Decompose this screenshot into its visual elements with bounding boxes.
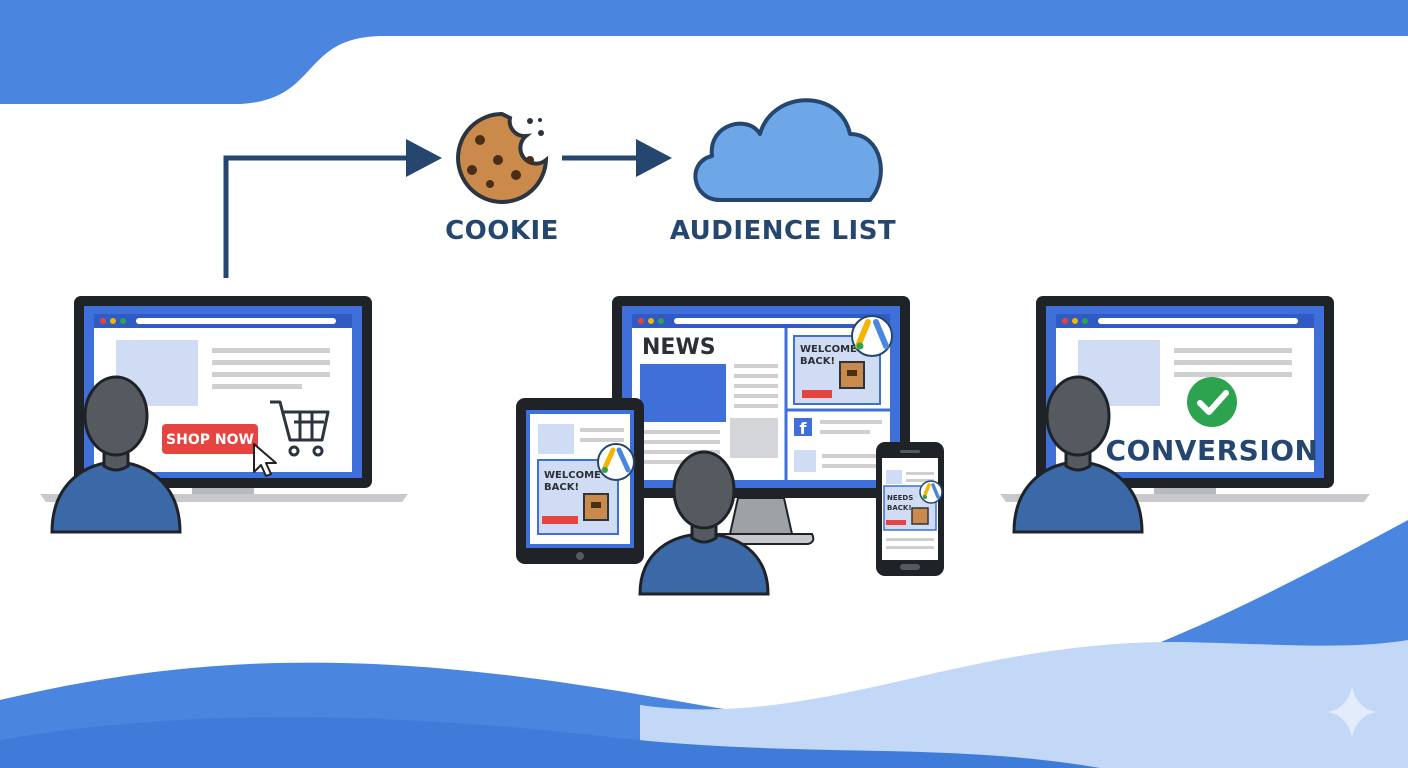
tablet-ad-text-line2: BACK! (544, 482, 579, 493)
person-avatar-right (1012, 375, 1144, 534)
shopping-cart-icon (270, 400, 330, 457)
person-avatar-center (638, 450, 770, 596)
shop-now-button-label: SHOP NOW (166, 432, 254, 448)
arrowhead-cookie (406, 139, 442, 177)
tablet-device (516, 398, 644, 564)
bottom-wave-mid (0, 717, 1100, 768)
checkmark-icon (1187, 377, 1237, 427)
phone-ad-text-line1: NEEDS (887, 494, 913, 502)
cursor-icon (253, 443, 277, 477)
tablet-ad-text-line1: WELCOME (544, 470, 601, 481)
audience-list-label: AUDIENCE LIST (670, 216, 896, 246)
cookie-label: COOKIE (445, 216, 559, 246)
flow-arrows (223, 139, 672, 278)
monitor-ad-text-line2: BACK! (800, 356, 835, 367)
monitor-ad-text-line1: WELCOME (800, 344, 857, 355)
center-monitor (612, 296, 910, 545)
news-title: NEWS (642, 335, 716, 360)
google-ads-badge-phone (919, 480, 943, 504)
cookie-icon (456, 111, 549, 204)
shop-now-button[interactable] (162, 424, 258, 454)
google-ads-badge-monitor (851, 315, 893, 357)
cloud-icon (693, 98, 883, 202)
person-avatar-left (50, 375, 182, 534)
arrowhead-cloud (636, 139, 672, 177)
bottom-wave-front (640, 640, 1408, 768)
sparkle-icon (1328, 686, 1376, 738)
conversion-label: CONVERSION (1106, 434, 1319, 467)
facebook-icon: f (800, 419, 808, 438)
top-wave (0, 0, 1408, 104)
google-ads-badge-tablet (597, 443, 635, 481)
flow-arrow-to-cookie (223, 155, 410, 278)
phone-ad-text-line2: BACK! (887, 504, 912, 512)
